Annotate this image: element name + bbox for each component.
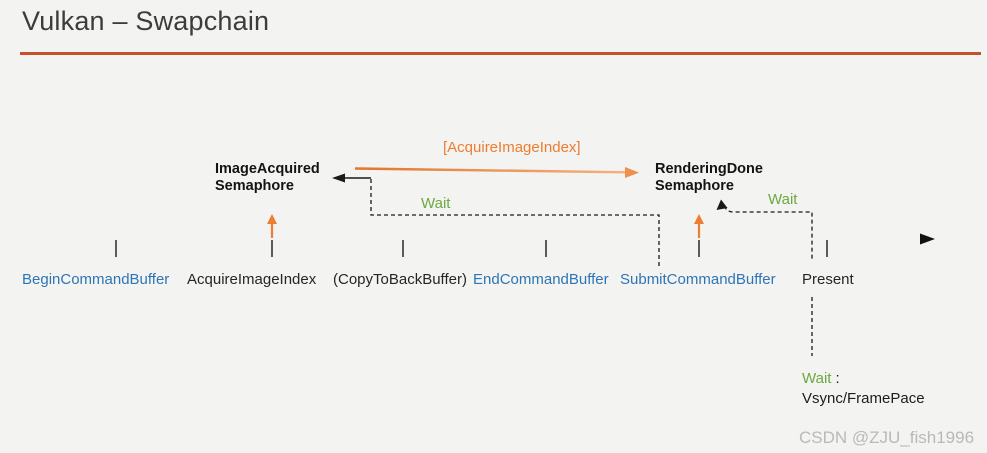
- event-label-copytobackbuffer: (CopyToBackBuffer): [333, 271, 467, 288]
- event-label-begincommandbuffer: BeginCommandBuffer: [22, 271, 170, 288]
- event-label-endcommandbuffer: EndCommandBuffer: [473, 271, 609, 288]
- renderingdone-semaphore-line1: RenderingDone: [655, 161, 763, 177]
- renderingdone-signal-arrowhead-icon: [694, 214, 704, 224]
- slide-title: Vulkan – Swapchain: [22, 6, 270, 36]
- csdn-watermark: CSDN @ZJU_fish1996: [799, 428, 975, 447]
- wait-label-present: Wait: [768, 191, 798, 208]
- present-wait-word: Wait: [802, 370, 832, 387]
- event-label-submitcommandbuffer: SubmitCommandBuffer: [620, 271, 776, 288]
- acquireimageindex-transfer-arrow: [354, 167, 628, 174]
- timeline-arrowhead-icon: [920, 233, 935, 245]
- acquireimageindex-transfer-arrowhead-icon: [625, 167, 639, 178]
- imageacquired-signal-arrowhead-icon: [267, 214, 277, 224]
- event-label-present: Present: [802, 271, 854, 288]
- acquireimageindex-transfer-label: [AcquireImageIndex]: [443, 139, 581, 156]
- imageacquired-semaphore-line2: Semaphore: [215, 178, 294, 194]
- present-wait-note: Wait: Vsync/FramePace: [802, 369, 925, 409]
- imageacquired-semaphore-label: ImageAcquired Semaphore: [215, 161, 320, 195]
- present-wait-detail: Vsync/FramePace: [802, 390, 925, 407]
- imageacquired-semaphore-line1: ImageAcquired: [215, 161, 320, 177]
- renderingdone-semaphore-line2: Semaphore: [655, 178, 734, 194]
- renderingdone-semaphore-label: RenderingDone Semaphore: [655, 161, 763, 195]
- wait-source-arrowhead-icon: [332, 173, 345, 183]
- wait-path-renderingdone-to-present: [723, 205, 813, 261]
- title-underline-rule: [20, 52, 981, 55]
- wait-path-imageacquired-to-submit: [370, 179, 660, 269]
- present-wait-colon: :: [835, 370, 840, 387]
- wait-label-submit: Wait: [421, 195, 451, 212]
- event-label-acquireimageindex: AcquireImageIndex: [187, 271, 317, 288]
